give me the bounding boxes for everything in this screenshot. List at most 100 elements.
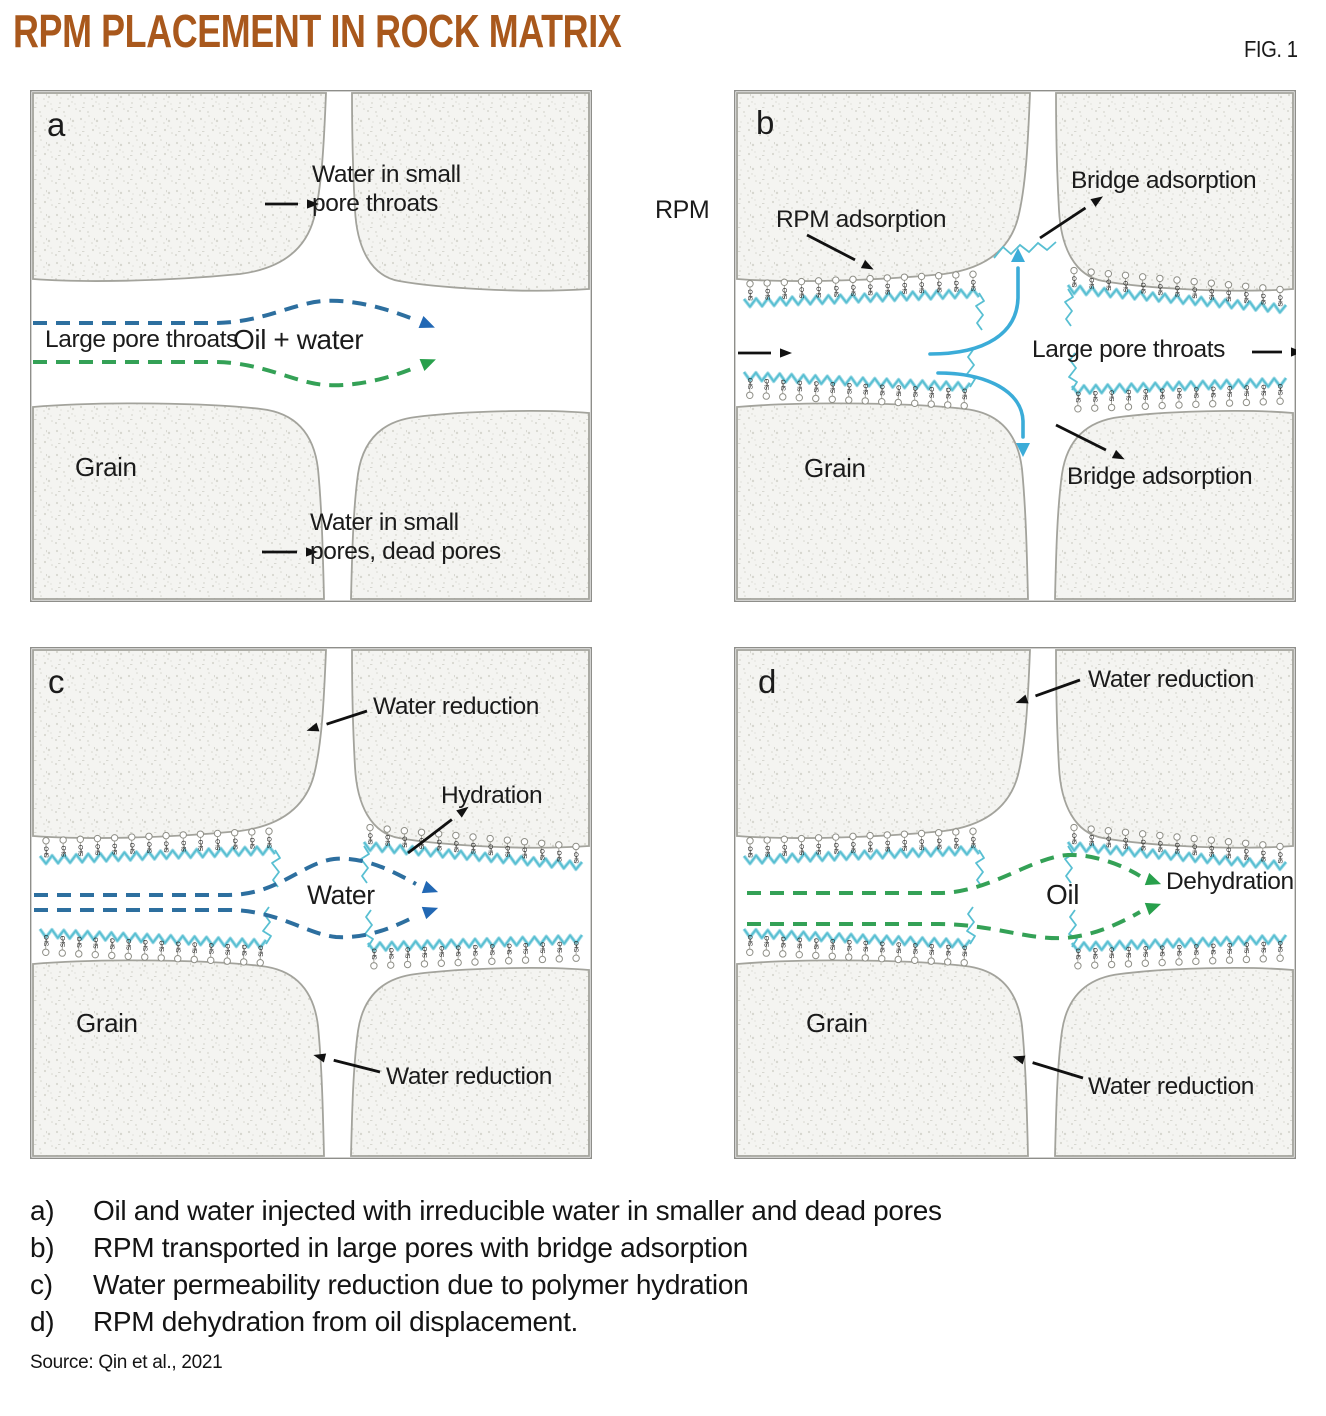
si-o-unit: Si-O bbox=[828, 939, 837, 960]
si-o-label: Si-O bbox=[1109, 390, 1116, 401]
si-o-unit: Si-O bbox=[437, 946, 446, 967]
si-o-unit: Si-O bbox=[812, 938, 820, 960]
si-o-unit: Si-O bbox=[849, 832, 858, 853]
si-o-unit: Si-O bbox=[969, 827, 978, 848]
si-o-unit: Si-O bbox=[93, 834, 102, 856]
polymer-tail bbox=[1064, 845, 1074, 884]
si-o-unit: Si-O bbox=[797, 277, 806, 299]
si-o-unit: Si-O bbox=[1209, 943, 1217, 965]
si-o-unit: Si-O bbox=[746, 378, 754, 399]
rpm-flow-arrow bbox=[936, 371, 1030, 457]
si-o-unit: Si-O bbox=[256, 945, 265, 967]
grain-shape bbox=[351, 92, 590, 292]
si-o-unit: Si-O bbox=[927, 387, 936, 408]
si-o-label: Si-O bbox=[816, 843, 823, 854]
si-o-unit: Si-O bbox=[520, 838, 529, 859]
si-o-unit: Si-O bbox=[934, 829, 943, 850]
si-o-label: Si-O bbox=[1244, 942, 1251, 953]
si-o-label: Si-O bbox=[902, 283, 909, 294]
grains-group bbox=[32, 649, 590, 1157]
panel-letter: b bbox=[756, 104, 774, 141]
si-o-unit: Si-O bbox=[1156, 274, 1164, 296]
si-o-label: Si-O bbox=[1226, 290, 1233, 301]
si-o-label: Si-O bbox=[971, 837, 978, 848]
si-o-label: Si-O bbox=[1123, 281, 1130, 292]
si-o-label: Si-O bbox=[61, 846, 68, 857]
si-o-unit: Si-O bbox=[1121, 271, 1130, 293]
si-o-unit: Si-O bbox=[1225, 943, 1234, 964]
si-o-unit: Si-O bbox=[911, 386, 919, 408]
si-o-label: Si-O bbox=[198, 840, 205, 851]
grain-shape bbox=[32, 649, 327, 839]
si-o-label: Si-O bbox=[1278, 384, 1285, 395]
si-o-unit: Si-O bbox=[878, 384, 886, 406]
si-o-unit: Si-O bbox=[1107, 947, 1116, 969]
polymer-tail bbox=[966, 349, 976, 388]
si-o-unit: Si-O bbox=[1141, 946, 1150, 967]
si-o-unit: Si-O bbox=[91, 937, 100, 959]
si-o-unit: Si-O bbox=[814, 834, 823, 855]
polymer-tail bbox=[364, 909, 374, 948]
polymer-tail bbox=[1064, 288, 1074, 327]
si-o-label: Si-O bbox=[765, 289, 772, 300]
si-o-label: Si-O bbox=[1075, 391, 1082, 402]
si-o-unit: Si-O bbox=[866, 274, 875, 296]
si-o-label: Si-O bbox=[799, 844, 806, 855]
si-o-unit: Si-O bbox=[969, 270, 978, 291]
si-o-unit: Si-O bbox=[124, 939, 133, 960]
label-hydration: Hydration bbox=[441, 782, 542, 809]
si-o-unit: Si-O bbox=[572, 941, 581, 962]
si-o-unit: Si-O bbox=[1104, 827, 1113, 848]
si-o-label: Si-O bbox=[267, 837, 274, 848]
si-o-unit: Si-O bbox=[248, 828, 256, 849]
si-o-label: Si-O bbox=[953, 837, 960, 848]
si-o-unit: Si-O bbox=[845, 383, 853, 404]
si-o-label: Si-O bbox=[1160, 388, 1167, 399]
caption-item-c: c) Water permeability reduction due to p… bbox=[30, 1266, 1300, 1303]
si-o-label: Si-O bbox=[506, 943, 513, 954]
annotation-arrow bbox=[1252, 347, 1296, 357]
si-o-unit: Si-O bbox=[900, 273, 909, 295]
si-o-unit: Si-O bbox=[141, 940, 149, 961]
label-large-pore-throats: Large pore throats bbox=[45, 326, 238, 353]
si-o-unit: Si-O bbox=[110, 834, 119, 855]
si-o-unit: Si-O bbox=[58, 936, 67, 957]
si-o-unit: Si-O bbox=[878, 941, 886, 963]
si-o-label: Si-O bbox=[78, 845, 85, 856]
si-o-unit: Si-O bbox=[849, 275, 858, 297]
si-o-label: Si-O bbox=[879, 941, 886, 952]
label-water: Water bbox=[307, 880, 375, 910]
polymer-tail bbox=[966, 906, 976, 945]
label-grain: Grain bbox=[75, 452, 137, 482]
si-o-label: Si-O bbox=[1244, 385, 1251, 396]
si-o-unit: Si-O bbox=[1175, 945, 1184, 966]
si-o-unit: Si-O bbox=[960, 945, 969, 967]
panel-letter: d bbox=[758, 663, 776, 700]
si-o-unit: Si-O bbox=[265, 827, 274, 848]
figure-caption: a) Oil and water injected with irreducib… bbox=[30, 1192, 1300, 1340]
si-o-label: Si-O bbox=[1072, 276, 1079, 287]
si-o-unit: Si-O bbox=[555, 941, 564, 963]
si-o-label: Si-O bbox=[764, 379, 771, 390]
grain-shape bbox=[351, 649, 590, 849]
label-oil: Oil bbox=[1046, 879, 1079, 910]
flow-streamline bbox=[747, 902, 1162, 941]
si-o-label: Si-O bbox=[912, 943, 919, 954]
si-o-label: Si-O bbox=[109, 938, 116, 949]
si-o-label: Si-O bbox=[919, 839, 926, 850]
label-water-reduction-top: Water reduction bbox=[373, 693, 539, 720]
si-o-unit: Si-O bbox=[1074, 391, 1082, 413]
grain-shape bbox=[32, 402, 325, 600]
si-o-unit: Si-O bbox=[1138, 273, 1147, 294]
si-o-label: Si-O bbox=[1177, 388, 1184, 399]
si-o-label: Si-O bbox=[522, 847, 529, 858]
si-o-unit: Si-O bbox=[403, 947, 412, 969]
caption-text: RPM dehydration from oil displacement. bbox=[93, 1306, 579, 1337]
si-o-unit: Si-O bbox=[1173, 276, 1182, 297]
si-o-unit: Si-O bbox=[779, 379, 787, 401]
si-o-label: Si-O bbox=[540, 942, 547, 953]
si-o-label: Si-O bbox=[505, 846, 512, 857]
si-o-unit: Si-O bbox=[1104, 270, 1113, 291]
